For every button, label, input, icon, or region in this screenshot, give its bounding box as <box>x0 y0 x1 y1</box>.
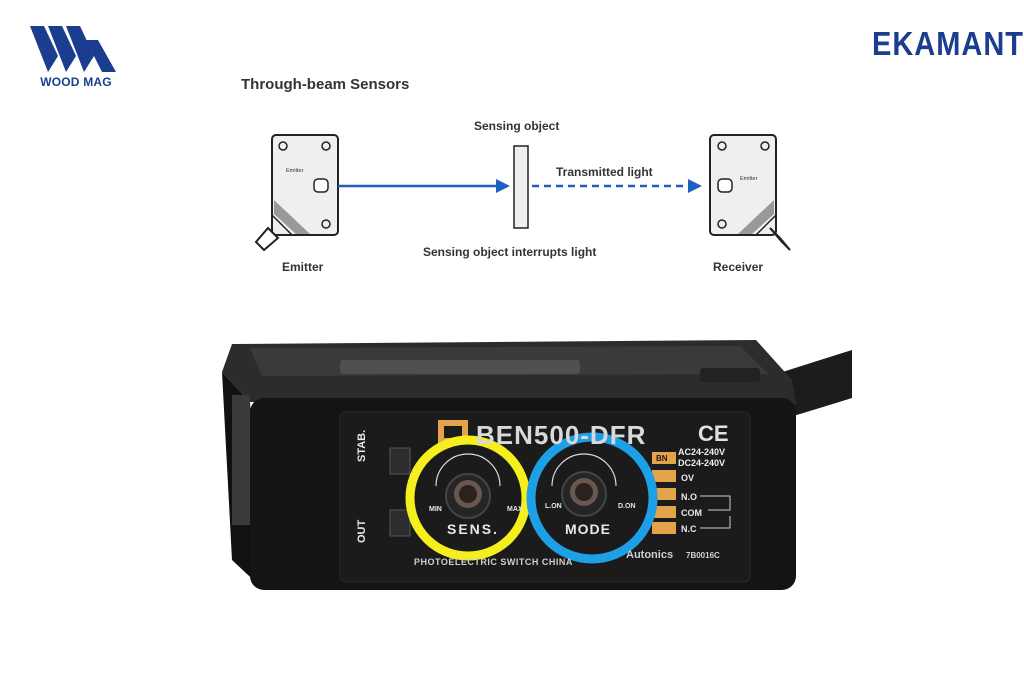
sens-label: SENS. <box>447 521 500 537</box>
receiver-sensor-drawing <box>709 134 791 251</box>
mode-lon-label: L.ON <box>545 503 562 510</box>
ekamant-logo: EKAMANT <box>872 26 1024 63</box>
interrupts-light-label: Sensing object interrupts light <box>423 245 597 259</box>
nc-label: N.C <box>681 524 697 534</box>
emitter-label: Emitter <box>282 260 324 274</box>
mode-highlight-circle <box>526 432 658 564</box>
emitted-beam-arrow <box>496 179 510 193</box>
wire-code-label: BN <box>656 454 668 463</box>
out-label: OUT <box>356 519 368 543</box>
woodmag-logo-icon <box>30 26 116 72</box>
woodmag-logo-text: WOOD MAG <box>40 75 112 89</box>
mode-label: MODE <box>565 521 611 537</box>
photo-bottom-label: PHOTOELECTRIC SWITCH CHINA <box>414 557 573 567</box>
brand-label: Autonics <box>626 549 674 561</box>
com-label: COM <box>681 508 702 518</box>
ce-mark: CE <box>698 421 729 446</box>
model-number: BEN500-DFR <box>476 420 647 450</box>
emitter-sensor-drawing <box>254 134 339 252</box>
transmitted-beam-arrow <box>688 179 702 193</box>
stab-label: STAB. <box>356 429 368 462</box>
ov-label: OV <box>681 473 695 483</box>
sens-highlight-circle <box>405 435 531 561</box>
stab-indicator <box>389 447 411 475</box>
transmitted-light-label: Transmitted light <box>556 165 653 179</box>
mode-don-label: D.ON <box>618 503 636 510</box>
emitter-tag-right: Emitter <box>740 176 758 182</box>
out-indicator <box>389 509 411 537</box>
sens-min-label: MIN <box>429 506 442 513</box>
product-code-label: 7B0016C <box>686 551 720 560</box>
sensing-object-plate <box>513 145 529 229</box>
receiver-label: Receiver <box>713 260 764 274</box>
through-beam-diagram: Emitter Emitter <box>254 134 791 252</box>
dc-voltage-label: DC24-240V <box>678 458 726 468</box>
sensing-object-label: Sensing object <box>474 119 560 133</box>
emitter-tag-left: Emitter <box>286 168 304 174</box>
ac-voltage-label: AC24-240V <box>678 447 726 457</box>
sens-max-label: MAX <box>507 506 523 513</box>
no-label: N.O <box>681 492 698 502</box>
diagram-title: Through-beam Sensors <box>241 76 410 93</box>
